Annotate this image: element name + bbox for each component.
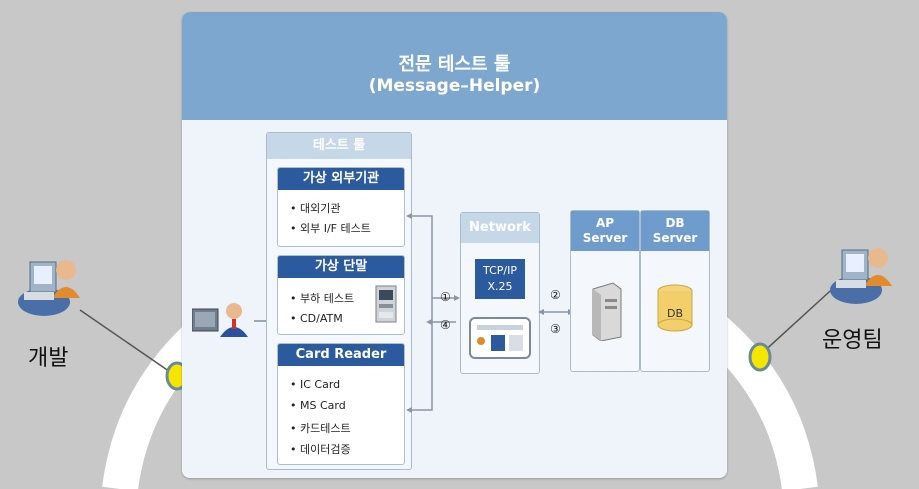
protocol-line-2: X.25: [487, 280, 513, 293]
main-subtitle: (Message–Helper): [368, 76, 541, 96]
test-tool-title: 테스트 툴: [267, 133, 411, 159]
db-server-box: DB Server DB: [640, 210, 710, 372]
developer-actor: [14, 240, 84, 320]
ap-server-box: AP Server: [570, 210, 640, 372]
ap-server-line-2: Server: [582, 231, 628, 245]
server-icon: [592, 282, 622, 341]
db-label: DB: [666, 307, 684, 320]
virtual-terminal-header: 가상 단말: [278, 256, 404, 278]
network-device-icon: [469, 317, 531, 359]
user-terminal-icon: [192, 303, 272, 337]
step-1-label: ①: [440, 290, 451, 304]
ap-server-line-1: AP: [595, 216, 615, 230]
network-server-arrow: [538, 309, 574, 315]
db-server-line-1: DB: [665, 216, 685, 230]
database-icon: [657, 284, 693, 332]
step-3-label: ③: [550, 322, 561, 336]
right-connector-dot: [748, 342, 772, 372]
db-server-header: DB Server: [641, 211, 709, 251]
list-item: • 데이터검증: [290, 443, 351, 456]
list-item: • 카드테스트: [290, 422, 351, 435]
list-item: • 외부 I/F 테스트: [290, 222, 371, 235]
step-2-label: ②: [550, 288, 561, 302]
operations-label: 운영팀: [822, 328, 883, 353]
operations-computer-icon: [830, 248, 892, 304]
network-box: Network TCP/IP X.25: [460, 212, 540, 374]
list-item: • 부하 테스트: [290, 292, 355, 305]
db-server-line-2: Server: [652, 231, 698, 245]
virtual-terminal-box: 가상 단말 • 부하 테스트 • CD/ATM: [277, 255, 405, 335]
card-reader-header: Card Reader: [278, 344, 404, 366]
right-connector-line: [759, 281, 841, 356]
list-item: • IC Card: [290, 378, 341, 391]
main-header: 전문 테스트 툴 (Message–Helper): [182, 12, 727, 120]
network-title: Network: [461, 213, 539, 243]
protocol-box: TCP/IP X.25: [475, 259, 525, 299]
list-item: • CD/ATM: [290, 312, 343, 325]
list-item: • 대외기관: [290, 202, 341, 215]
card-reader-box: Card Reader • IC Card • MS Card • 카드테스트 …: [277, 343, 405, 465]
developer-computer-icon: [18, 260, 80, 316]
atm-icon: [375, 285, 397, 323]
list-item: • MS Card: [290, 399, 346, 412]
virtual-external-header: 가상 외부기관: [278, 168, 404, 190]
main-title: 전문 테스트 툴: [398, 54, 511, 75]
left-connector-line: [79, 309, 177, 377]
virtual-external-box: 가상 외부기관 • 대외기관 • 외부 I/F 테스트: [277, 167, 405, 247]
connector-lines: [406, 213, 460, 413]
developer-label: 개발: [28, 346, 69, 371]
step-4-label: ④: [440, 318, 451, 332]
main-card: 전문 테스트 툴 (Message–Helper) 테스트 툴 가상 외부기관 …: [182, 12, 727, 478]
protocol-line-1: TCP/IP: [483, 264, 517, 277]
operations-actor: [826, 228, 896, 308]
ap-server-header: AP Server: [571, 211, 639, 251]
test-tool-panel: 테스트 툴 가상 외부기관 • 대외기관 • 외부 I/F 테스트 가상 단말 …: [266, 132, 412, 470]
